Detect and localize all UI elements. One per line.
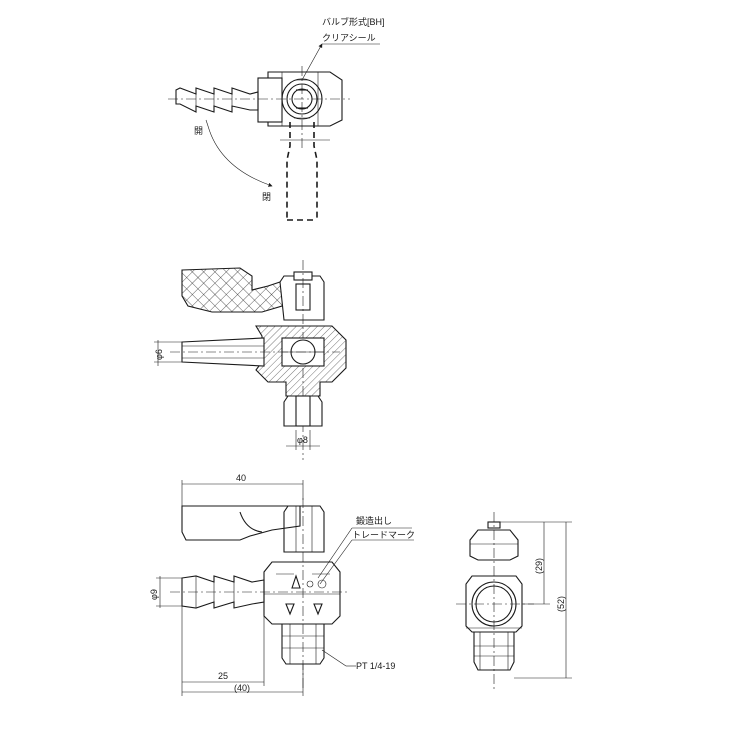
section-hose-barb [170, 337, 340, 367]
section-nipple [283, 395, 323, 427]
section-handle [181, 267, 289, 313]
callout-clear-seal: クリアシール [322, 33, 376, 43]
dim-hose-diameter: φ6 [154, 349, 164, 360]
top-handle-closed [280, 122, 330, 221]
side-nipple [473, 631, 515, 671]
open-label: 開 [194, 126, 203, 136]
callout-trademark: トレードマーク [352, 530, 415, 540]
top-valve-body [257, 66, 343, 150]
front-dim-bottom: 25 (40) [181, 606, 304, 696]
front-valve-body [263, 561, 341, 625]
top-hose-barb [168, 87, 350, 113]
dim-top-width: 40 [236, 473, 246, 483]
dim-bottom-40: (40) [234, 683, 250, 693]
front-handle [181, 498, 325, 690]
front-hose-barb [170, 575, 350, 609]
dim-bottom-25: 25 [218, 671, 228, 681]
close-label: 閉 [262, 192, 271, 202]
dim-bore-diameter: φ8 [297, 435, 308, 445]
dim-29: (29) [534, 558, 544, 574]
callout-forged: 鍛造出し [356, 515, 392, 526]
section-dimensions: φ6 φ8 [154, 340, 320, 450]
callout-valve-type: バルブ形式[BH] [322, 16, 385, 27]
front-nipple [281, 623, 325, 665]
section-view: φ6 φ8 [154, 260, 347, 460]
top-callout: バルブ形式[BH] クリアシール [301, 16, 385, 81]
dim-hose-dia: φ9 [149, 589, 159, 600]
thread-spec: PT 1/4-19 [356, 661, 395, 671]
front-view: 40 鍛造出し トレードマーク φ9 PT 1/4-19 [149, 473, 415, 696]
front-dim-hose: φ9 [149, 576, 182, 608]
front-dim-top: 40 [181, 473, 304, 506]
front-thread-callout: PT 1/4-19 [321, 649, 395, 671]
top-open-close-arrow: 開 閉 [194, 119, 273, 202]
front-forged-callout: 鍛造出し トレードマーク [317, 515, 415, 585]
dim-52: (52) [556, 596, 566, 612]
side-body [456, 512, 534, 690]
top-view: バルブ形式[BH] クリアシール 開 閉 [168, 16, 385, 221]
side-dimensions: (29) (52) [500, 521, 572, 679]
side-view: (29) (52) [456, 512, 572, 690]
